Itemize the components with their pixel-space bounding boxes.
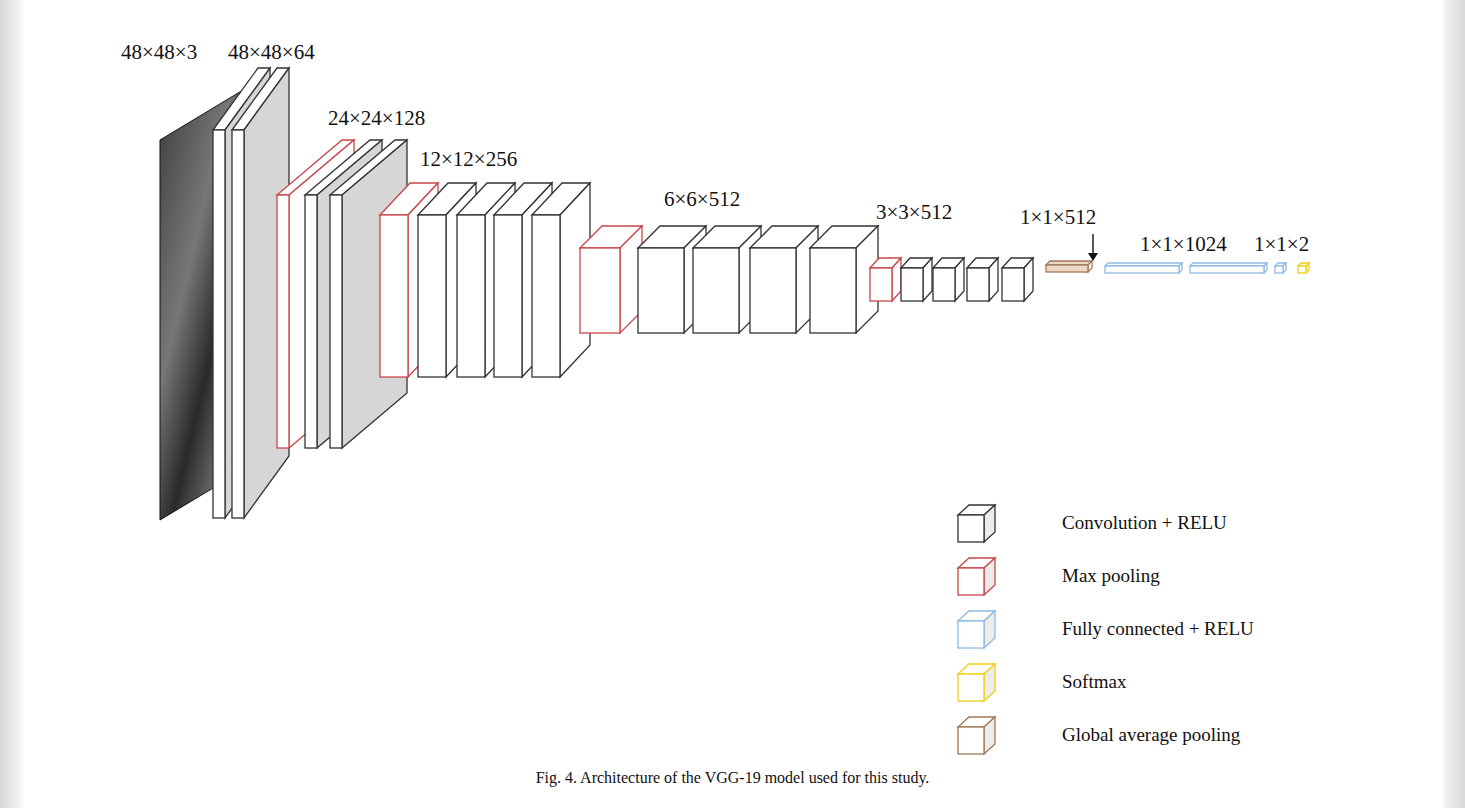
layer-block	[750, 226, 818, 333]
block-front	[810, 248, 856, 333]
block-side	[984, 611, 995, 648]
legend-text: Fully connected + RELU	[1062, 617, 1254, 641]
legend-text: Convolution + RELU	[1062, 511, 1227, 535]
gap-pointer	[1088, 234, 1098, 261]
layer-block	[232, 68, 289, 518]
block-side	[1024, 258, 1033, 301]
block-front	[901, 268, 923, 301]
block-front	[958, 674, 984, 701]
dimension-label: 1×1×512	[1020, 205, 1096, 229]
block-front	[418, 215, 446, 377]
block-side	[955, 258, 964, 301]
block-side	[984, 558, 995, 595]
dimension-label: 3×3×512	[876, 200, 952, 224]
dimension-label: 48×48×3	[121, 40, 197, 64]
block-front	[277, 195, 289, 448]
legend-swatch	[955, 715, 1007, 757]
pointer-head	[1088, 253, 1098, 261]
block-side	[984, 664, 995, 701]
legend-text: Max pooling	[1062, 564, 1160, 588]
block-front	[958, 568, 984, 595]
block-front	[933, 268, 955, 301]
dimension-label: 48×48×64	[228, 40, 315, 64]
block-side	[244, 68, 289, 518]
legend-swatch	[955, 662, 1007, 704]
block-front	[967, 268, 989, 301]
block-front	[958, 621, 984, 648]
layer-block	[967, 258, 998, 301]
block-side	[892, 258, 901, 301]
block-front	[380, 215, 408, 377]
layer-block	[901, 258, 932, 301]
layer-blocks	[213, 68, 1309, 518]
block-front	[494, 215, 522, 377]
legend-swatch	[955, 609, 1007, 651]
dimension-label: 6×6×512	[664, 187, 740, 211]
block-front	[457, 215, 485, 377]
pointer-line	[1092, 234, 1093, 254]
layer-block	[1190, 263, 1267, 273]
layer-block	[870, 258, 901, 301]
dimension-label: 1×1×1024	[1140, 232, 1227, 256]
legend-text: Softmax	[1062, 670, 1126, 694]
block-front	[958, 727, 984, 754]
legend-swatch	[955, 556, 1007, 598]
legend-swatch	[955, 503, 1007, 545]
block-front	[232, 130, 244, 518]
block-side	[923, 258, 932, 301]
layer-block	[1275, 263, 1286, 273]
layer-block	[1046, 261, 1092, 272]
block-front	[1002, 268, 1024, 301]
block-front	[638, 248, 684, 333]
block-side	[989, 258, 998, 301]
dimension-label: 12×12×256	[420, 147, 517, 171]
layer-block	[1298, 263, 1309, 273]
layer-block	[810, 226, 878, 333]
block-front	[1190, 266, 1264, 273]
block-front	[958, 515, 984, 542]
block-front	[1298, 266, 1306, 273]
block-front	[330, 195, 342, 448]
block-front	[532, 215, 560, 377]
layer-block	[330, 140, 407, 448]
block-front	[1275, 266, 1283, 273]
layer-block	[1002, 258, 1033, 301]
block-front	[1105, 266, 1179, 273]
block-side	[984, 505, 995, 542]
layer-block	[580, 226, 642, 333]
figure-caption: Fig. 4. Architecture of the VGG-19 model…	[0, 768, 1465, 788]
layer-block	[1105, 263, 1182, 273]
block-front	[693, 248, 739, 333]
block-front	[580, 248, 620, 333]
block-side	[342, 140, 407, 448]
block-front	[1046, 265, 1088, 272]
block-front	[870, 268, 892, 301]
legend-text: Global average pooling	[1062, 723, 1240, 747]
block-front	[750, 248, 796, 333]
dimension-label: 24×24×128	[328, 106, 425, 130]
block-side	[984, 717, 995, 754]
block-front	[213, 130, 225, 518]
layer-block	[933, 258, 964, 301]
dimension-label: 1×1×2	[1254, 232, 1309, 256]
block-front	[305, 195, 317, 448]
